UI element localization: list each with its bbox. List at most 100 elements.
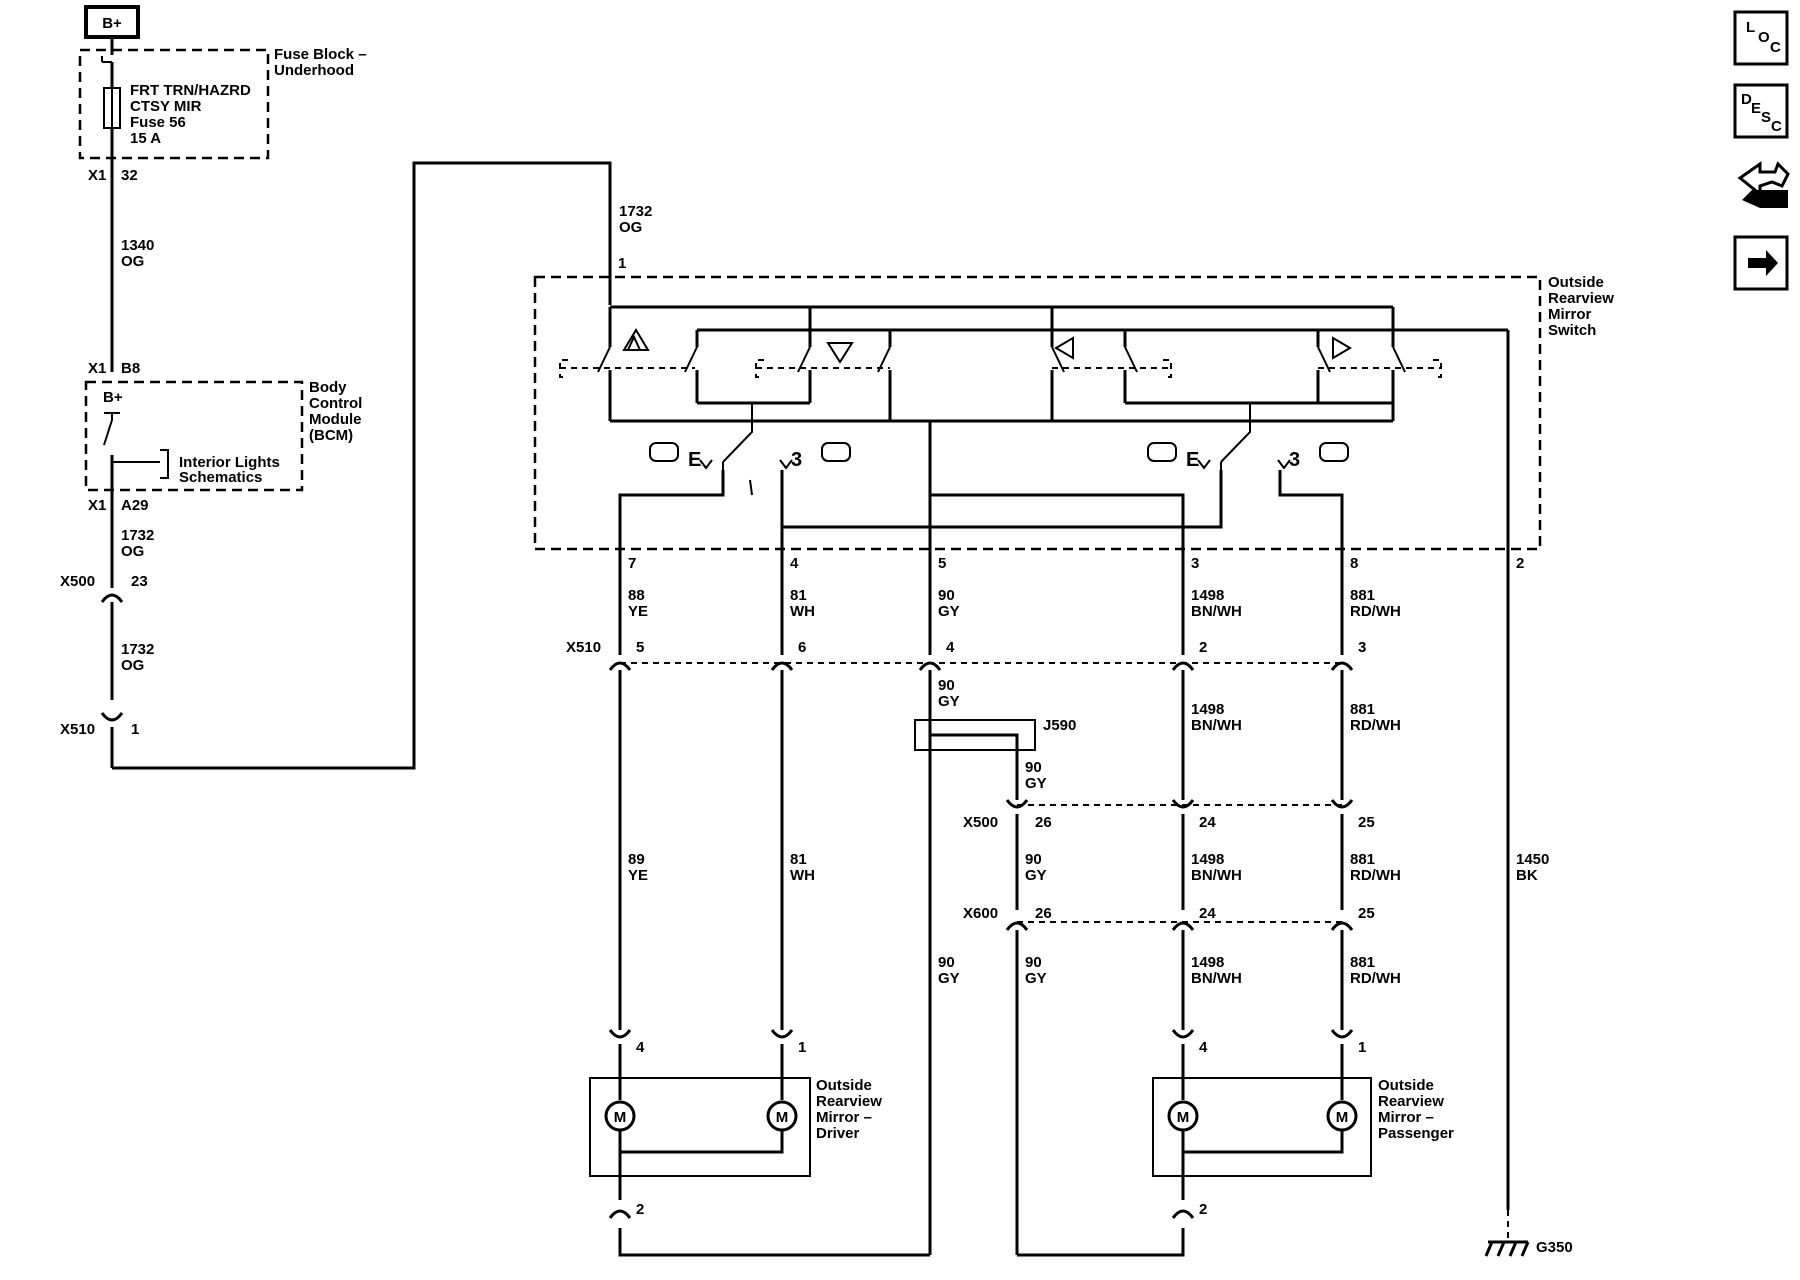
switch-label: Switch (1548, 322, 1596, 339)
wire-color-label: RD/WH (1350, 867, 1401, 884)
pin-label: 32 (121, 167, 138, 184)
wire-color-label: BN/WH (1191, 603, 1242, 620)
mirror-label: Mirror – (816, 1109, 872, 1126)
desc-letter: C (1771, 118, 1782, 135)
wire-color-label: GY (938, 603, 960, 620)
mirror-label: Rearview (1378, 1093, 1444, 1110)
battery-label: B+ (102, 15, 122, 32)
bcm-box (84, 380, 304, 492)
switch-label: Rearview (1548, 290, 1614, 307)
wire-circuit-label: 90 (1025, 759, 1042, 776)
desc-letter: S (1761, 109, 1771, 126)
description-button[interactable]: D E S C (1733, 83, 1789, 139)
pin-label: 2 (1199, 639, 1207, 656)
pin-label: 3 (1358, 639, 1366, 656)
pin-label: 4 (1199, 1039, 1208, 1056)
wire-circuit-label: 89 (628, 851, 645, 868)
svg-text:3: 3 (1289, 449, 1300, 471)
arrow-up-icon (622, 328, 650, 351)
conn-x500-label: X500 (963, 814, 998, 831)
mirror-label: Outside (1378, 1077, 1434, 1094)
connector-symbol (100, 712, 124, 722)
desc-letter: D (1741, 91, 1752, 108)
wire-color-label: RD/WH (1350, 717, 1401, 734)
loc-letter: C (1770, 39, 1781, 56)
arrow-left-icon (1054, 336, 1074, 360)
pin-label: 6 (798, 639, 806, 656)
mirror-label: Mirror – (1378, 1109, 1434, 1126)
svg-text:E: E (688, 449, 701, 471)
wire-color-label: RD/WH (1350, 603, 1401, 620)
bcm-label: (BCM) (309, 427, 353, 444)
pin-label: A29 (121, 497, 149, 514)
splice-j590-box (914, 719, 1036, 751)
fuse-label-line4: 15 A (130, 130, 161, 147)
wire-color-label: OG (121, 657, 144, 674)
passenger-mirror: 4 1 Outside Rearview Mirror – Passenger … (1017, 1020, 1454, 1257)
output-harness: 88 YE 81 WH 90 GY 1498 BN/WH 881 RD/WH X… (566, 560, 1549, 1255)
wire-circuit-label: 1732 (619, 203, 652, 220)
ref-label: Schematics (179, 469, 262, 486)
conn-x1-label: X1 (88, 167, 106, 184)
loc-letter: O (1758, 29, 1770, 46)
conn-x500-label: X500 (60, 573, 95, 590)
fuse-label-line2: CTSY MIR (130, 98, 202, 115)
location-button[interactable]: L O C (1733, 10, 1789, 66)
wire-circuit-label: 90 (1025, 851, 1042, 868)
wire-color-label: OG (121, 543, 144, 560)
fuse-block-subtitle: Underhood (274, 62, 354, 79)
next-page-button[interactable] (1733, 235, 1789, 291)
mirror-label: Outside (816, 1077, 872, 1094)
bcm-label: Module (309, 411, 362, 428)
passenger-mirror-select-icon: E 3 (1147, 442, 1349, 471)
mirror-label: Driver (816, 1125, 860, 1142)
motor-label: M (1336, 1109, 1349, 1126)
wire-color-label: GY (1025, 775, 1047, 792)
wire-color-label: RD/WH (1350, 970, 1401, 987)
mirror-switch: Outside Rearview Mirror Switch (533, 274, 1614, 572)
motor-label: M (776, 1109, 789, 1126)
pin-label: 1 (618, 255, 626, 272)
pin-label: 25 (1358, 905, 1375, 922)
pin-label: 24 (1199, 814, 1216, 831)
driver-mirror-box (589, 1077, 811, 1177)
wire-color-label: YE (628, 603, 648, 620)
pin-label: 4 (636, 1039, 645, 1056)
wire-color-label: GY (938, 970, 960, 987)
pin-label: 2 (636, 1201, 644, 1218)
pin-label: 4 (946, 639, 955, 656)
pin-label: 5 (938, 555, 946, 572)
ref-label: Interior Lights (179, 454, 280, 471)
wire-circuit-label: 1498 (1191, 851, 1224, 868)
wire-color-label: GY (1025, 970, 1047, 987)
pin-label: 4 (790, 555, 799, 572)
fuse-label-line3: Fuse 56 (130, 114, 186, 131)
connector-symbol (100, 593, 124, 603)
conn-x600-label: X600 (963, 905, 998, 922)
motor-label: M (1177, 1109, 1190, 1126)
pin-label: 1 (131, 721, 139, 738)
wire-color-label: BN/WH (1191, 717, 1242, 734)
driver-mirror: 4 1 Outside Rearview Mirror – Driver M M… (589, 1020, 930, 1257)
svg-text:3: 3 (791, 449, 802, 471)
svg-text:E: E (1186, 449, 1199, 471)
arrow-right-icon (1332, 336, 1352, 360)
pin-label: 26 (1035, 905, 1052, 922)
pin-label: 7 (628, 555, 636, 572)
desc-letter: E (1751, 100, 1761, 117)
wire-circuit-label: 1498 (1191, 587, 1224, 604)
motor-label: M (614, 1109, 627, 1126)
pin-label: 2 (1516, 555, 1524, 572)
passenger-mirror-box (1152, 1077, 1372, 1177)
conn-x1-label: X1 (88, 497, 106, 514)
wire-color-label: OG (619, 219, 642, 236)
conn-x510-label: X510 (60, 721, 95, 738)
pin-label: 2 (1199, 1201, 1207, 1218)
connector-view-icon (1737, 161, 1790, 198)
ground-icon (1484, 1240, 1530, 1257)
wire-circuit-label: 1450 (1516, 851, 1549, 868)
driver-mirror-select-icon: E 3 (649, 442, 851, 471)
connector-view-button[interactable] (1737, 161, 1790, 208)
wire-color-label: BN/WH (1191, 867, 1242, 884)
